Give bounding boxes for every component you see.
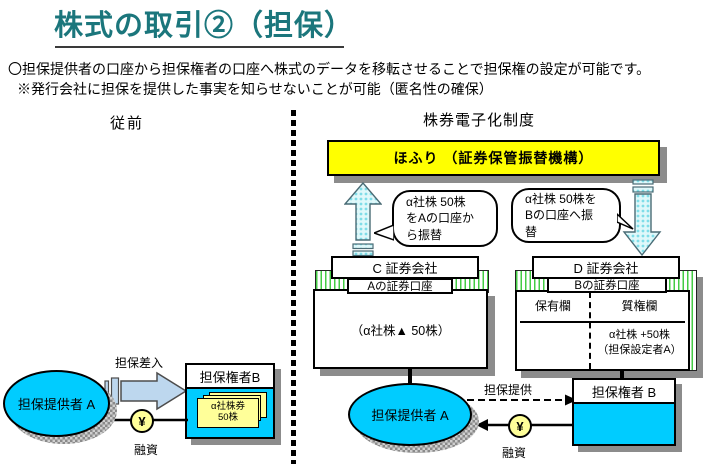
intro-line-1: 〇担保提供者の口座から担保権者の口座へ株式のデータを移転させることで担保権の設定…	[8, 61, 651, 77]
bubble-to-pointer	[617, 213, 634, 230]
deposit-arrow-label: 担保差入	[115, 356, 164, 370]
broker-d-name: D 証券会社	[532, 256, 680, 279]
bubble-transfer-to-b: α社株 50株を Bの口座へ振 替	[511, 188, 621, 243]
loan-label-right: 融資	[502, 446, 527, 460]
column-divider	[589, 292, 591, 369]
broker-d-account-box: 保有欄 質権欄 α社株 +50株 （担保設定者A）	[515, 290, 690, 371]
bubble-from-pointer	[374, 224, 394, 241]
deposit-arrow-icon	[104, 371, 188, 411]
column-header-rule	[520, 321, 685, 323]
holder-b-label: 担保権者B	[187, 365, 273, 387]
page-title: 株式の取引②（担保）	[54, 10, 355, 42]
certificate-front: α社株券 50株	[197, 398, 259, 428]
holder-b-label-right: 担保権者 B	[574, 380, 674, 402]
pledge-column-header: 質権欄	[621, 299, 658, 313]
holder-b-box: 担保権者B α社株券 50株	[185, 363, 275, 439]
pledge-entry: α社株 +50株 （担保設定者A）	[597, 329, 682, 356]
broker-c-name: C 証券会社	[331, 256, 479, 279]
holder-b-box-right: 担保権者 B	[572, 378, 676, 446]
provider-a-ellipse-before: 担保提供者 A	[3, 370, 110, 437]
broker-c-account-tab: Aの証券口座	[347, 278, 453, 294]
yen-circle-before: ¥	[130, 409, 154, 433]
provision-arrow-label: 担保提供	[484, 383, 533, 397]
broker-d-account-tab: Bの証券口座	[547, 277, 667, 293]
yen-circle-right: ¥	[508, 414, 532, 438]
hofuri-box: ほふり （証券保管振替機構）	[327, 140, 660, 176]
bubble-transfer-from-a: α社株 50株 をAの口座か ら振替	[392, 190, 498, 247]
provider-a-ellipse-right: 担保提供者 A	[348, 383, 472, 446]
title-underline	[55, 46, 344, 48]
holder-b-body: α社株券 50株	[187, 387, 273, 437]
before-heading: 従前	[110, 115, 145, 132]
transfer-down-arrow-icon	[622, 179, 662, 257]
intro-line-2: ※発行会社に担保を提供した事実を知らせないことが可能（匿名性の確保）	[17, 81, 493, 97]
transfer-up-arrow-icon	[344, 182, 382, 257]
holding-column-header: 保有欄	[534, 299, 571, 313]
connector-c-provider	[408, 367, 412, 384]
loan-label-before: 融資	[134, 443, 159, 457]
provision-arrow	[467, 394, 577, 406]
broker-c-account-box: （α社株▲ 50株）	[313, 289, 488, 369]
electronic-heading: 株券電子化制度	[423, 112, 536, 129]
section-divider	[291, 110, 296, 464]
holder-b-body-right	[574, 402, 674, 444]
connector-d-holder	[620, 369, 624, 380]
